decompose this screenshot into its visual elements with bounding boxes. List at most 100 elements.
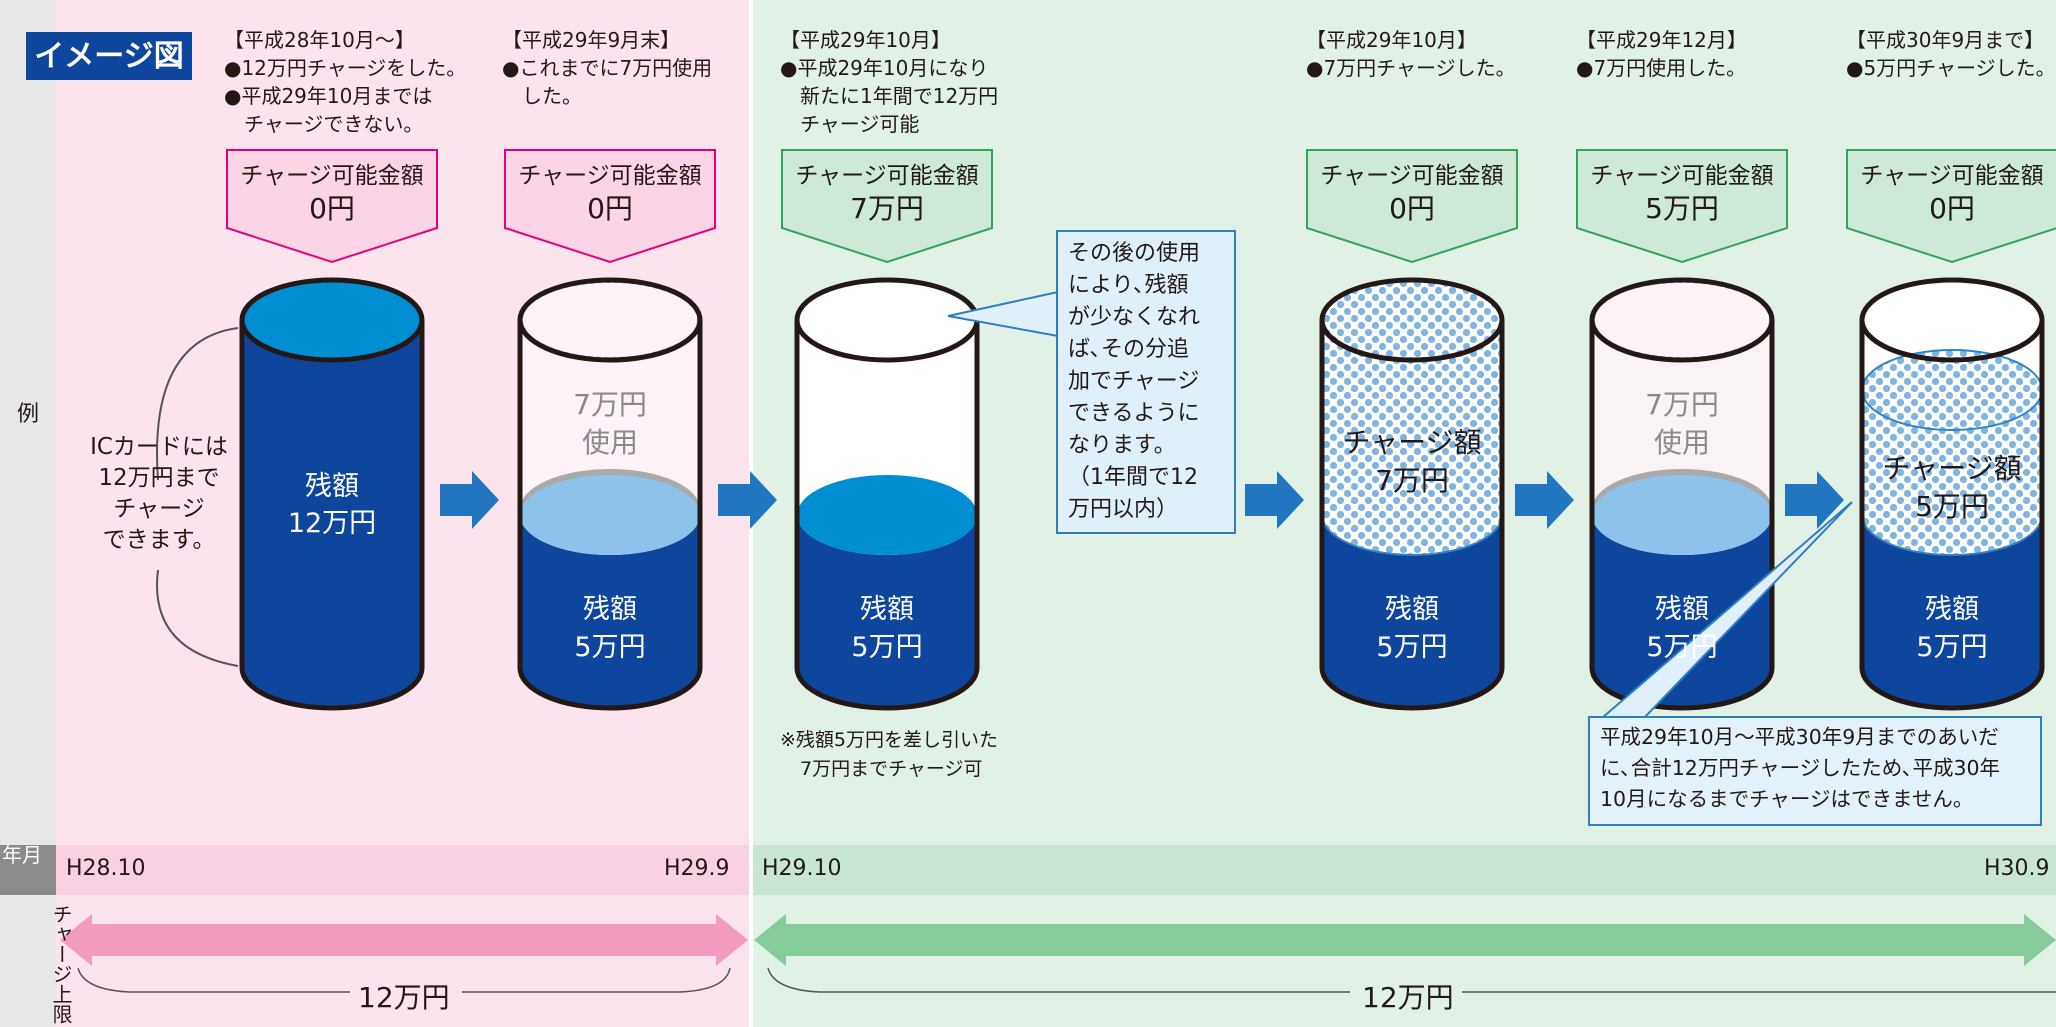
charge-label: チャージ額	[1882, 452, 2021, 485]
timeline-end-1: H29.9	[664, 856, 730, 881]
cylinder-outline	[1319, 320, 1505, 711]
callout-value: 5万円	[1645, 192, 1719, 225]
balance-amount: 5万円	[1646, 632, 1717, 663]
limit-amount-1: 12万円	[358, 981, 450, 1014]
step-annotation-6: 【平成30年9月まで】●5万円チャージした。	[1846, 26, 2056, 82]
balance-body	[1322, 515, 1502, 708]
charge-callout-5	[1576, 149, 1788, 264]
step-line: ●7万円チャージした。	[1306, 56, 1516, 80]
balance-label: 残額	[1925, 594, 1979, 625]
step-line: した。	[522, 84, 582, 108]
used-amount: 7万円	[1645, 388, 1719, 421]
limit-bracket-left-2	[767, 967, 1350, 993]
ic-note-line: ICカードには	[90, 434, 228, 460]
callout-value: 0円	[1389, 192, 1435, 225]
example-label: 例	[16, 402, 39, 427]
empty-top	[1862, 280, 2042, 360]
empty-top	[797, 280, 977, 360]
used-label: 使用	[582, 426, 638, 459]
speech-line: なります。	[1068, 433, 1176, 458]
charge-amount: 5万円	[1915, 490, 1989, 523]
ic-note-line: 12万円まで	[98, 465, 220, 491]
step-header: 【平成29年10月】	[780, 28, 951, 52]
balance-label: 残額	[1655, 594, 1709, 625]
flow-arrow-3	[1245, 471, 1304, 529]
balance-surface	[1592, 475, 1772, 555]
speech-tail	[947, 291, 1059, 337]
charge-label: チャージ額	[1342, 426, 1481, 459]
limit-band-green	[753, 895, 2056, 1027]
speech-line: 万円以内）	[1068, 497, 1179, 522]
badge-label: イメージ図	[34, 39, 183, 74]
step-line: チャージできない。	[244, 112, 424, 136]
balance-amount: 5万円	[851, 632, 922, 663]
charge-line	[1861, 514, 2043, 556]
speech-line: その後の使用	[1068, 241, 1201, 266]
balance-amount: 5万円	[1376, 632, 1447, 663]
charge-callout-3	[781, 149, 993, 264]
step-annotation-2: 【平成29年9月末】 ●これまでに7万円使用した。	[502, 26, 712, 110]
timeline-start-1: H28.10	[66, 856, 146, 881]
charge-line	[1321, 514, 1503, 556]
step-header: 【平成29年12月】	[1576, 28, 1747, 52]
balance-amount: 5万円	[574, 632, 645, 663]
step-annotation-5: 【平成29年12月】●7万円使用した。	[1576, 26, 1747, 82]
brace-top	[156, 327, 239, 481]
cylinder-outline	[794, 320, 980, 711]
step-line: ●平成29年10月までは	[224, 84, 433, 108]
step-header: 【平成29年10月】	[1306, 28, 1477, 52]
balance-surface	[797, 475, 977, 555]
cylinder-6	[1846, 149, 2056, 711]
step-header: 【平成28年10月～】	[224, 28, 415, 52]
step-line: ●これまでに7万円使用	[502, 56, 713, 80]
ic-note-line: チャージ	[113, 496, 205, 522]
badge-bg	[26, 32, 192, 80]
charged-segment	[1862, 390, 2042, 555]
used-label: 使用	[1654, 426, 1710, 459]
balance-label: 残額	[860, 594, 914, 625]
limit-bracket-right-1	[462, 967, 731, 993]
callout-value: 0円	[309, 192, 355, 225]
speech-bubble: その後の使用により､残額が少なくなれば､その分追加でチャージできるようになります…	[1056, 230, 1236, 534]
flow-arrow-5	[1785, 471, 1844, 529]
cylinder-2	[504, 149, 716, 711]
timeline-end-2: H30.9	[1984, 856, 2050, 881]
charged-segment	[1322, 320, 1502, 555]
callout-value: 7万円	[850, 192, 924, 225]
balance-amount: 5万円	[1916, 632, 1987, 663]
step-header: 【平成30年9月まで】	[1846, 28, 2045, 52]
used-amount: 7万円	[573, 388, 647, 421]
speech-line: 加でチャージ	[1068, 369, 1200, 394]
limit-amount-2: 12万円	[1362, 981, 1454, 1014]
callout-title: チャージ可能金額	[1320, 163, 1503, 189]
cylinder-5	[1576, 149, 1788, 711]
cylinder-outline	[1589, 320, 1775, 711]
limit-bracket-left-1	[77, 967, 350, 993]
balance-label: 残額	[1385, 594, 1439, 625]
footnote-line: ※残額5万円を差し引いた	[780, 729, 999, 751]
balance-top	[242, 280, 422, 360]
flow-arrow-1	[440, 471, 499, 529]
cylinder-3	[781, 149, 993, 711]
year-month-cell	[0, 845, 56, 895]
ic-note-line: できます。	[102, 527, 216, 553]
cylinder-outline	[1859, 320, 2045, 711]
balance-body	[1862, 515, 2042, 708]
cylinder-outline	[517, 320, 703, 711]
limit-band-pink	[56, 895, 749, 1027]
step-annotation-4: 【平成29年10月】 ●7万円チャージした。	[1306, 26, 1516, 82]
callout-title: チャージ可能金額	[795, 163, 978, 189]
flow-arrow-4	[1515, 471, 1574, 529]
balance-label: 残額	[305, 471, 359, 502]
balance-body	[1592, 515, 1772, 708]
charge-amount: 7万円	[1375, 464, 1449, 497]
charge-callout-2	[504, 149, 716, 264]
limit-arrow-green	[754, 914, 2056, 966]
step-line: チャージ可能	[800, 112, 920, 136]
step-line: 新たに1年間で12万円	[800, 84, 999, 108]
step-annotation-1: 【平成28年10月～】●12万円チャージをした。●平成29年10月まではチャージ…	[224, 26, 466, 138]
callout-title: チャージ可能金額	[1860, 163, 2043, 189]
step-header: 【平成29年9月末】	[502, 28, 681, 52]
speech-line: （1年間で12	[1068, 465, 1198, 490]
